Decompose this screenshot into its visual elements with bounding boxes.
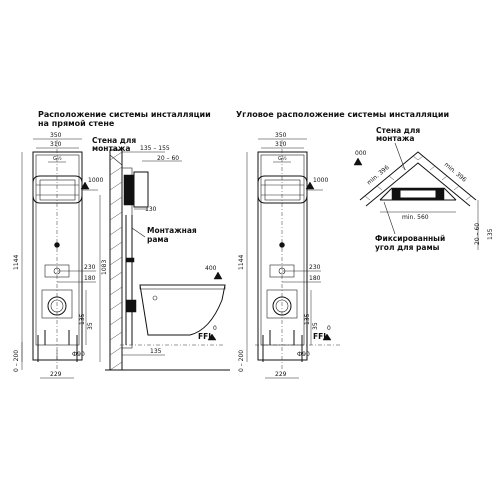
left-g-half: G½ (53, 155, 62, 162)
label-frame-2: рама (147, 235, 169, 244)
dim-0-200-right: 0 – 200 (238, 350, 245, 372)
dim-135-155: 135 – 155 (140, 145, 170, 152)
label-wall-left-2: монтажа (92, 144, 130, 153)
ffl-left: FFL (198, 332, 213, 341)
dim-135-corner: 135 (487, 228, 494, 240)
left-cistern-top (32, 175, 83, 204)
dim-min-396-right: min. 396 (443, 161, 468, 184)
dim-350-right: 350 (275, 132, 287, 139)
corner-walls-inner (359, 151, 477, 201)
dim-1083-left: 1083 (101, 260, 108, 275)
right-button-dot (279, 242, 285, 248)
left-side-view: FFL 0 400 (105, 149, 230, 371)
label-frame-1: Монтажная (147, 226, 197, 235)
right-frame-outline (257, 151, 308, 361)
dim-f90-right: Ф90 (297, 351, 310, 358)
dim-180-left: 180 (84, 275, 96, 282)
dim-min-396-left: min. 396 (366, 164, 391, 187)
left-drain-outlet (47, 296, 67, 316)
right-frame: G½ (257, 140, 308, 370)
dim-400-left: 400 (205, 265, 217, 272)
dim-350-left: 350 (50, 132, 62, 139)
right-g-half: G½ (278, 155, 287, 162)
dim-1000-right: 1000 (313, 177, 328, 184)
dim-135-side: 135 (150, 348, 162, 355)
right-frame-dims: 350 310 1000 1144 0 – 200 230 180 135 35… (238, 132, 340, 379)
label-wall-right-1: Стена для (376, 126, 420, 135)
left-frame: G½ (32, 140, 83, 370)
dim-35-left: 35 (87, 322, 94, 330)
label-wall-right-2: монтажа (376, 134, 414, 143)
right-drain-outlet (272, 296, 292, 316)
dim-f90-left: Ф90 (72, 351, 85, 358)
dim-20-60-right: 20 – 60 (474, 223, 481, 245)
right-cistern-top (257, 175, 308, 204)
label-fixed-1: Фиксированный (375, 234, 445, 243)
dim-310-right: 310 (275, 141, 287, 148)
header-straight-wall-line2: на прямой стене (38, 119, 115, 128)
dim-180-right: 180 (309, 275, 321, 282)
left-frame-outline (32, 151, 83, 361)
dim-1144-left: 1144 (13, 255, 20, 270)
dim-35-right: 35 (312, 322, 319, 330)
left-frame-dims: 350 310 1000 1144 0 – 200 1083 230 180 1… (13, 132, 108, 379)
dim-130: 130 (145, 206, 157, 213)
left-toilet-bowl (139, 284, 226, 336)
left-side-cistern (123, 174, 135, 206)
dim-135-left-v: 135 (79, 313, 86, 325)
dim-min-560: min. 560 (402, 214, 429, 221)
dim-230-right: 230 (309, 264, 321, 271)
ffl-0-left: 0 (213, 325, 217, 332)
corner-000: 000 (355, 150, 367, 157)
dim-0-200-left: 0 – 200 (13, 350, 20, 372)
dim-229-left: 229 (50, 371, 62, 378)
ffl-right: FFL (313, 332, 328, 341)
dim-1144-right: 1144 (238, 255, 245, 270)
left-button-dot (54, 242, 60, 248)
dim-20-60-left: 20 – 60 (157, 155, 179, 162)
left-side-dims: 135 – 155 20 – 60 130 135 (122, 145, 182, 356)
header-corner: Угловое расположение системы инсталляции (236, 110, 449, 119)
label-fixed-2: угол для рамы (375, 243, 440, 252)
dim-1000-left: 1000 (88, 177, 103, 184)
label-wall-left-1: Стена для (92, 136, 136, 145)
dim-229-right: 229 (275, 371, 287, 378)
header-straight-wall-line1: Расположение системы инсталляции (38, 110, 211, 119)
dim-230-left: 230 (84, 264, 96, 271)
dim-135-right-v: 135 (304, 313, 311, 325)
dim-310-left: 310 (50, 141, 62, 148)
ffl-0-right: 0 (327, 325, 331, 332)
left-frame-inner (35, 154, 80, 346)
